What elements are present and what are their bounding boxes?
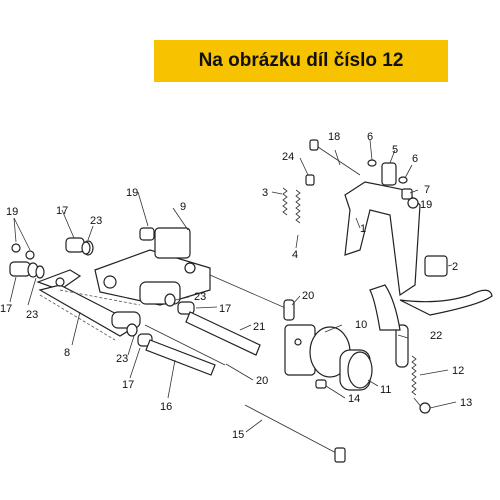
callout-20b: 20 [256, 375, 268, 387]
callout-8: 8 [64, 347, 70, 359]
part-3-spring [282, 187, 288, 216]
part-16-bolt [145, 339, 216, 376]
callout-19b: 19 [126, 187, 138, 199]
part-5-pin [381, 162, 397, 186]
callout-22: 22 [430, 330, 442, 342]
callout-4: 4 [292, 249, 298, 261]
callout-17b: 17 [0, 303, 12, 315]
callout-15: 15 [232, 429, 244, 441]
part-9-frame [94, 227, 211, 306]
callout-23b: 23 [26, 309, 38, 321]
callout-12: 12 [452, 365, 464, 377]
callout-14: 14 [348, 393, 360, 405]
part-22-tube [395, 324, 409, 368]
leader-lines [9, 139, 457, 433]
callout-6b: 6 [412, 153, 418, 165]
callout-17d: 17 [122, 379, 134, 391]
part-15-long-bolt [244, 404, 346, 463]
callout-6a: 6 [367, 131, 373, 143]
part-17-left-bushing [9, 261, 39, 278]
callout-11: 11 [380, 384, 391, 396]
callout-20a: 20 [302, 290, 314, 302]
callout-5: 5 [392, 144, 398, 156]
part-19-top-bolt [139, 227, 155, 241]
part-11-rubber-bushing [339, 349, 373, 391]
part-21-bolt [185, 311, 261, 356]
callout-17c: 17 [219, 303, 231, 315]
title-banner: Na obrázku díl číslo 12 [154, 40, 448, 82]
part-18-bolt [309, 139, 361, 176]
axis-dash-lines [39, 289, 141, 341]
callout-3: 3 [262, 187, 268, 199]
part-7-nut [401, 188, 413, 200]
callout-9: 9 [180, 201, 186, 213]
part-19-left-bolts [11, 243, 35, 260]
callout-19c: 19 [420, 199, 432, 211]
callout-24: 24 [282, 151, 294, 163]
part-20-lower-bolt [144, 324, 226, 366]
banner-text: Na obrázku díl číslo 12 [198, 50, 404, 71]
callout-labels: 1 2 3 4 5 6 6 7 8 9 10 11 12 13 14 15 16… [0, 131, 472, 441]
callout-7: 7 [424, 184, 430, 196]
part-14-bolt [315, 379, 327, 389]
part-20-upper-bolt [209, 274, 295, 321]
callout-1: 1 [360, 223, 366, 235]
part-1-center-stand [344, 181, 493, 331]
callout-23c: 23 [194, 291, 206, 303]
callout-2: 2 [452, 261, 458, 273]
callout-16: 16 [160, 401, 172, 413]
part-6-washers [367, 159, 408, 184]
part-24-hook [305, 174, 315, 186]
callout-21: 21 [253, 321, 265, 333]
part-4-spring [295, 189, 301, 224]
callout-23a: 23 [90, 215, 102, 227]
callout-23d: 23 [116, 353, 128, 365]
callout-17a: 17 [56, 205, 68, 217]
part-2-bracket [424, 255, 448, 277]
part-23-washers [35, 241, 195, 347]
callout-10: 10 [355, 319, 367, 331]
callout-18: 18 [328, 131, 340, 143]
callout-19a: 19 [6, 206, 18, 218]
part-12-spring [411, 355, 423, 409]
part-19-right-nut [407, 197, 419, 209]
callout-13: 13 [460, 397, 472, 409]
part-8-swing-arm [36, 269, 141, 337]
part-13-clip [419, 402, 431, 414]
